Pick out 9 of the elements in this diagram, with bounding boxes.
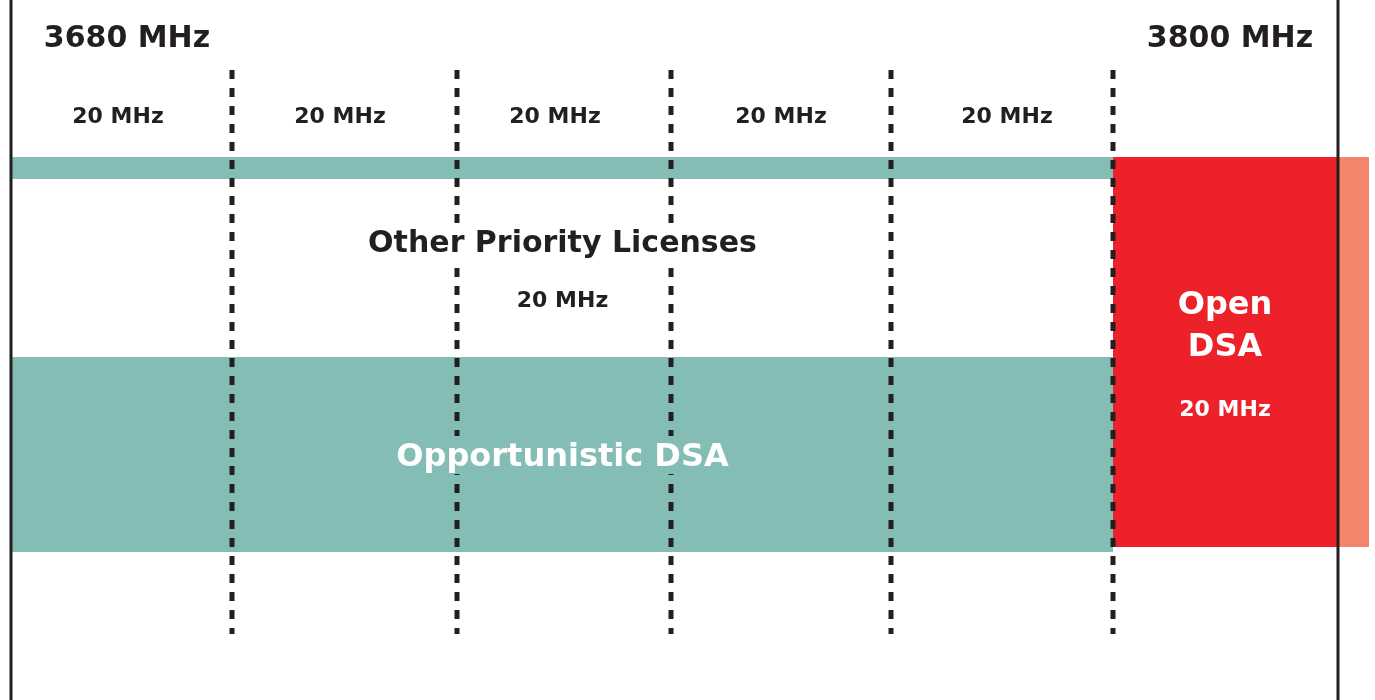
bandwidth-label: 20 MHz xyxy=(293,102,387,128)
frequency-label: 3800 MHz xyxy=(1145,18,1315,54)
spectrum-band xyxy=(12,357,1113,552)
bandwidth-label: 20 MHz xyxy=(71,102,165,128)
bandwidth-label: 20 MHz xyxy=(508,102,602,128)
bandwidth-label: 20 MHz xyxy=(734,102,828,128)
spectrum-band xyxy=(1113,157,1337,547)
frequency-label: 3680 MHz xyxy=(42,18,212,54)
bandwidth-label: 20 MHz xyxy=(960,102,1054,128)
